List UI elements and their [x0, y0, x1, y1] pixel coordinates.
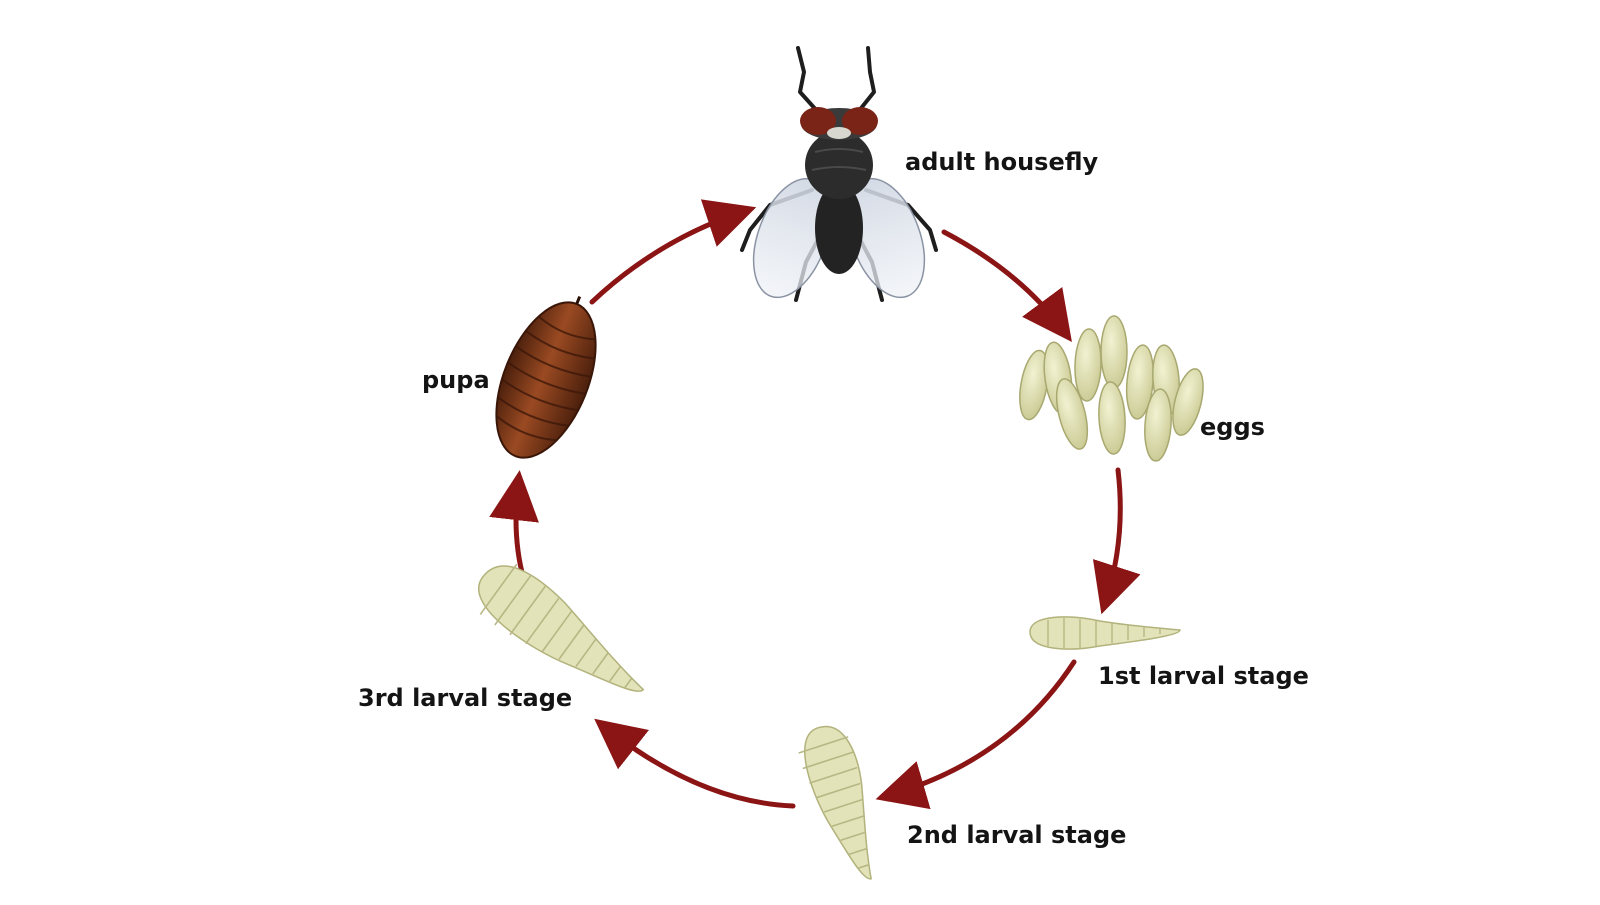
cycle-arrows — [489, 199, 1141, 810]
larva2-illustration — [798, 725, 873, 880]
fly-eye-right — [842, 107, 878, 135]
housefly-illustration — [740, 46, 938, 302]
label-1st-larval-stage: 1st larval stage — [1098, 662, 1309, 690]
arrow-adult-to-eggs — [941, 229, 1072, 343]
label-3rd-larval-stage: 3rd larval stage — [358, 684, 573, 712]
label-eggs: eggs — [1200, 413, 1265, 441]
fly-abdomen — [815, 182, 863, 274]
label-pupa: pupa — [422, 366, 490, 394]
eggs-illustration — [1019, 315, 1204, 462]
larva1-illustration — [1029, 616, 1181, 650]
label-adult-housefly: adult housefly — [905, 148, 1099, 176]
arrow-larva2-to-larva3 — [594, 718, 796, 809]
larva3-illustration — [478, 563, 645, 692]
fly-thorax — [805, 131, 873, 199]
arrow-pupa-to-adult — [589, 199, 757, 305]
arrow-larva1-to-larva2 — [875, 659, 1077, 810]
arrow-eggs-to-larva1 — [1092, 467, 1141, 615]
pupa-illustration — [495, 295, 597, 459]
label-2nd-larval-stage: 2nd larval stage — [907, 821, 1127, 849]
arrow-larva3-to-pupa — [489, 470, 539, 583]
fly-eye-left — [800, 107, 836, 135]
